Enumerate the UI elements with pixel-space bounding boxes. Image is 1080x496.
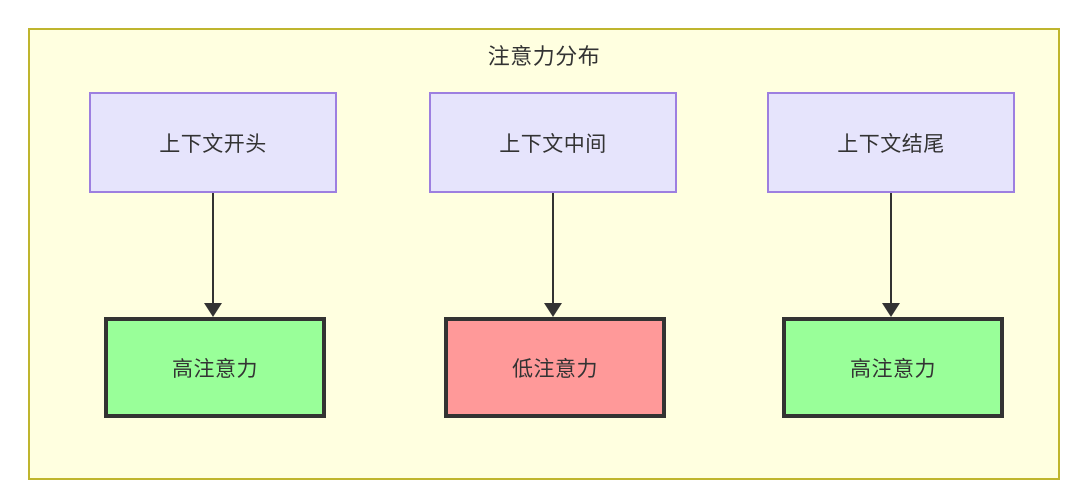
- edge-col1-line: [212, 193, 214, 305]
- edge-col3-line: [890, 193, 892, 305]
- node-high-attention-2[interactable]: 高注意力: [782, 317, 1004, 418]
- node-context-middle[interactable]: 上下文中间: [429, 92, 677, 193]
- edge-col2-arrowhead-icon: [544, 303, 562, 317]
- subgraph-title: 注意力分布: [487, 44, 601, 69]
- edge-col2-line: [552, 193, 554, 305]
- node-context-end[interactable]: 上下文结尾: [767, 92, 1015, 193]
- node-high-attention-1[interactable]: 高注意力: [104, 317, 326, 418]
- edge-col3-arrowhead-icon: [882, 303, 900, 317]
- edge-col1-arrowhead-icon: [204, 303, 222, 317]
- node-context-beginning[interactable]: 上下文开头: [89, 92, 337, 193]
- node-low-attention[interactable]: 低注意力: [444, 317, 666, 418]
